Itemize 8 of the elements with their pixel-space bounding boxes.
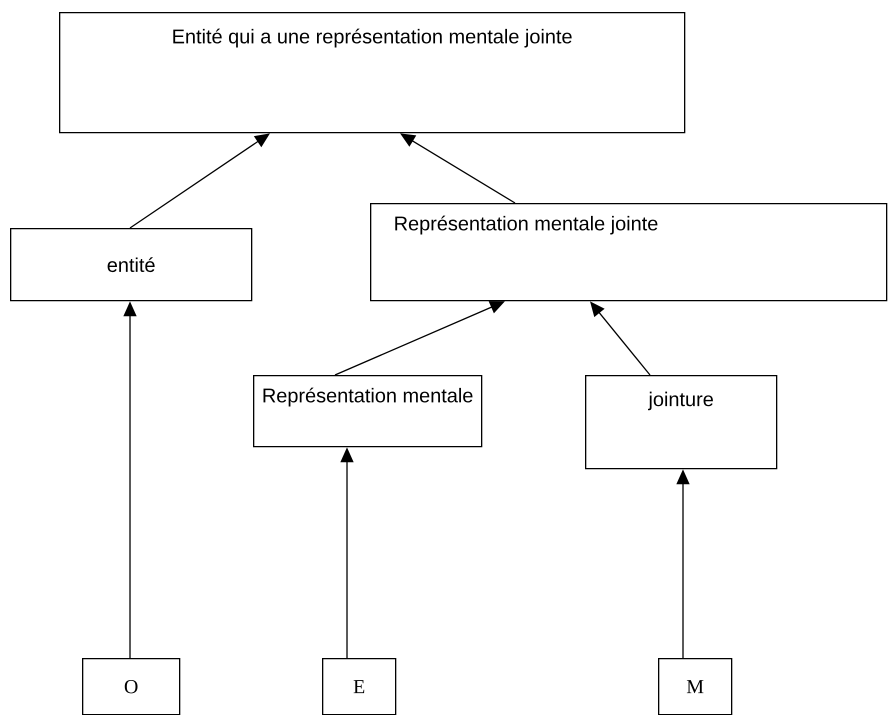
letter-box: O [82, 658, 180, 715]
concept-box: entité [10, 228, 252, 302]
concept-box: Représentation mentale jointe [370, 203, 888, 302]
letter-box: M [658, 658, 732, 715]
concept-box: Représentation mentale [253, 375, 482, 448]
concept-box: jointure [585, 375, 778, 470]
concept-box: Entité qui a une représentation mentale jointe [59, 12, 686, 134]
letter-box: E [322, 658, 396, 715]
